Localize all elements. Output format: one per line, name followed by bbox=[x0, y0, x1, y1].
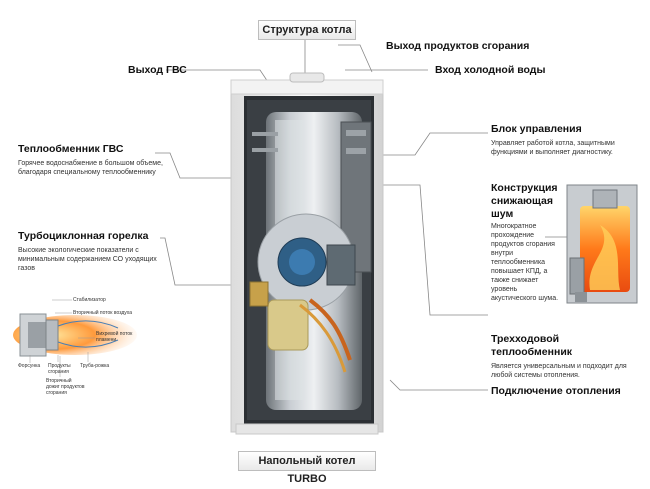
burner-label-products: Продукты сгорания bbox=[48, 363, 71, 375]
burner-label-flame-flow: Вихревой поток пламени bbox=[96, 331, 133, 343]
noise-construction-title: Конструкция снижающая шум bbox=[491, 182, 558, 220]
burner-label-flame-tube: Труба-рожка bbox=[80, 363, 110, 369]
burner-cutaway-diagram bbox=[13, 299, 137, 377]
label-dhw-outlet: Выход ГВС bbox=[128, 64, 187, 76]
burner-assembly bbox=[249, 213, 356, 373]
burner-label-stabilizer: Стабилизатор bbox=[73, 297, 106, 303]
burner-desc: Высокие экологические показатели с миним… bbox=[18, 247, 157, 272]
three-pass-hx-callout: Трехходовой теплообменник Является униве… bbox=[491, 333, 631, 380]
noise-construction-callout: Конструкция снижающая шум bbox=[491, 182, 558, 221]
leader-lines bbox=[155, 37, 567, 391]
burner-label-nozzle: Форсунка bbox=[18, 363, 41, 369]
three-pass-hx-title: Трехходовой теплообменник bbox=[491, 333, 573, 358]
control-unit-callout: Блок управления Управляет работой котла,… bbox=[491, 123, 641, 157]
burner-callout: Турбоциклонная горелка Высокие экологиче… bbox=[18, 230, 158, 273]
dhw-heat-exchanger-callout: Теплообменник ГВС Горячее водоснабжение … bbox=[18, 143, 168, 177]
burner-title: Турбоциклонная горелка bbox=[18, 230, 149, 242]
control-unit-title: Блок управления bbox=[491, 123, 582, 135]
burner-label-secondary-combustion: Вторичный дожиг продуктов сгорания bbox=[46, 378, 85, 396]
dhw-heat-exchanger-title: Теплообменник ГВС bbox=[18, 143, 124, 155]
label-heating-connection: Подключение отопления bbox=[491, 385, 621, 397]
boiler-caption: Напольный котел TURBO bbox=[238, 451, 376, 485]
dhw-heat-exchanger-desc: Горячее водоснабжение в большом объеме, … bbox=[18, 160, 163, 176]
burner-label-secondary-air: Вторичный поток воздуха bbox=[73, 310, 133, 316]
noise-construction-desc: Многократное прохождение продуктов сгора… bbox=[491, 223, 559, 302]
three-pass-hx-desc: Является универсальным и подходит для лю… bbox=[491, 363, 627, 379]
label-flue-outlet: Выход продуктов сгорания bbox=[386, 40, 530, 52]
noise-reduction-diagram bbox=[566, 184, 638, 304]
boiler-base bbox=[235, 423, 379, 435]
label-cold-water-inlet: Вход холодной воды bbox=[435, 64, 546, 76]
control-unit-desc: Управляет работой котла, защитными функц… bbox=[491, 140, 615, 156]
diagram-title: Структура котла bbox=[258, 20, 356, 40]
